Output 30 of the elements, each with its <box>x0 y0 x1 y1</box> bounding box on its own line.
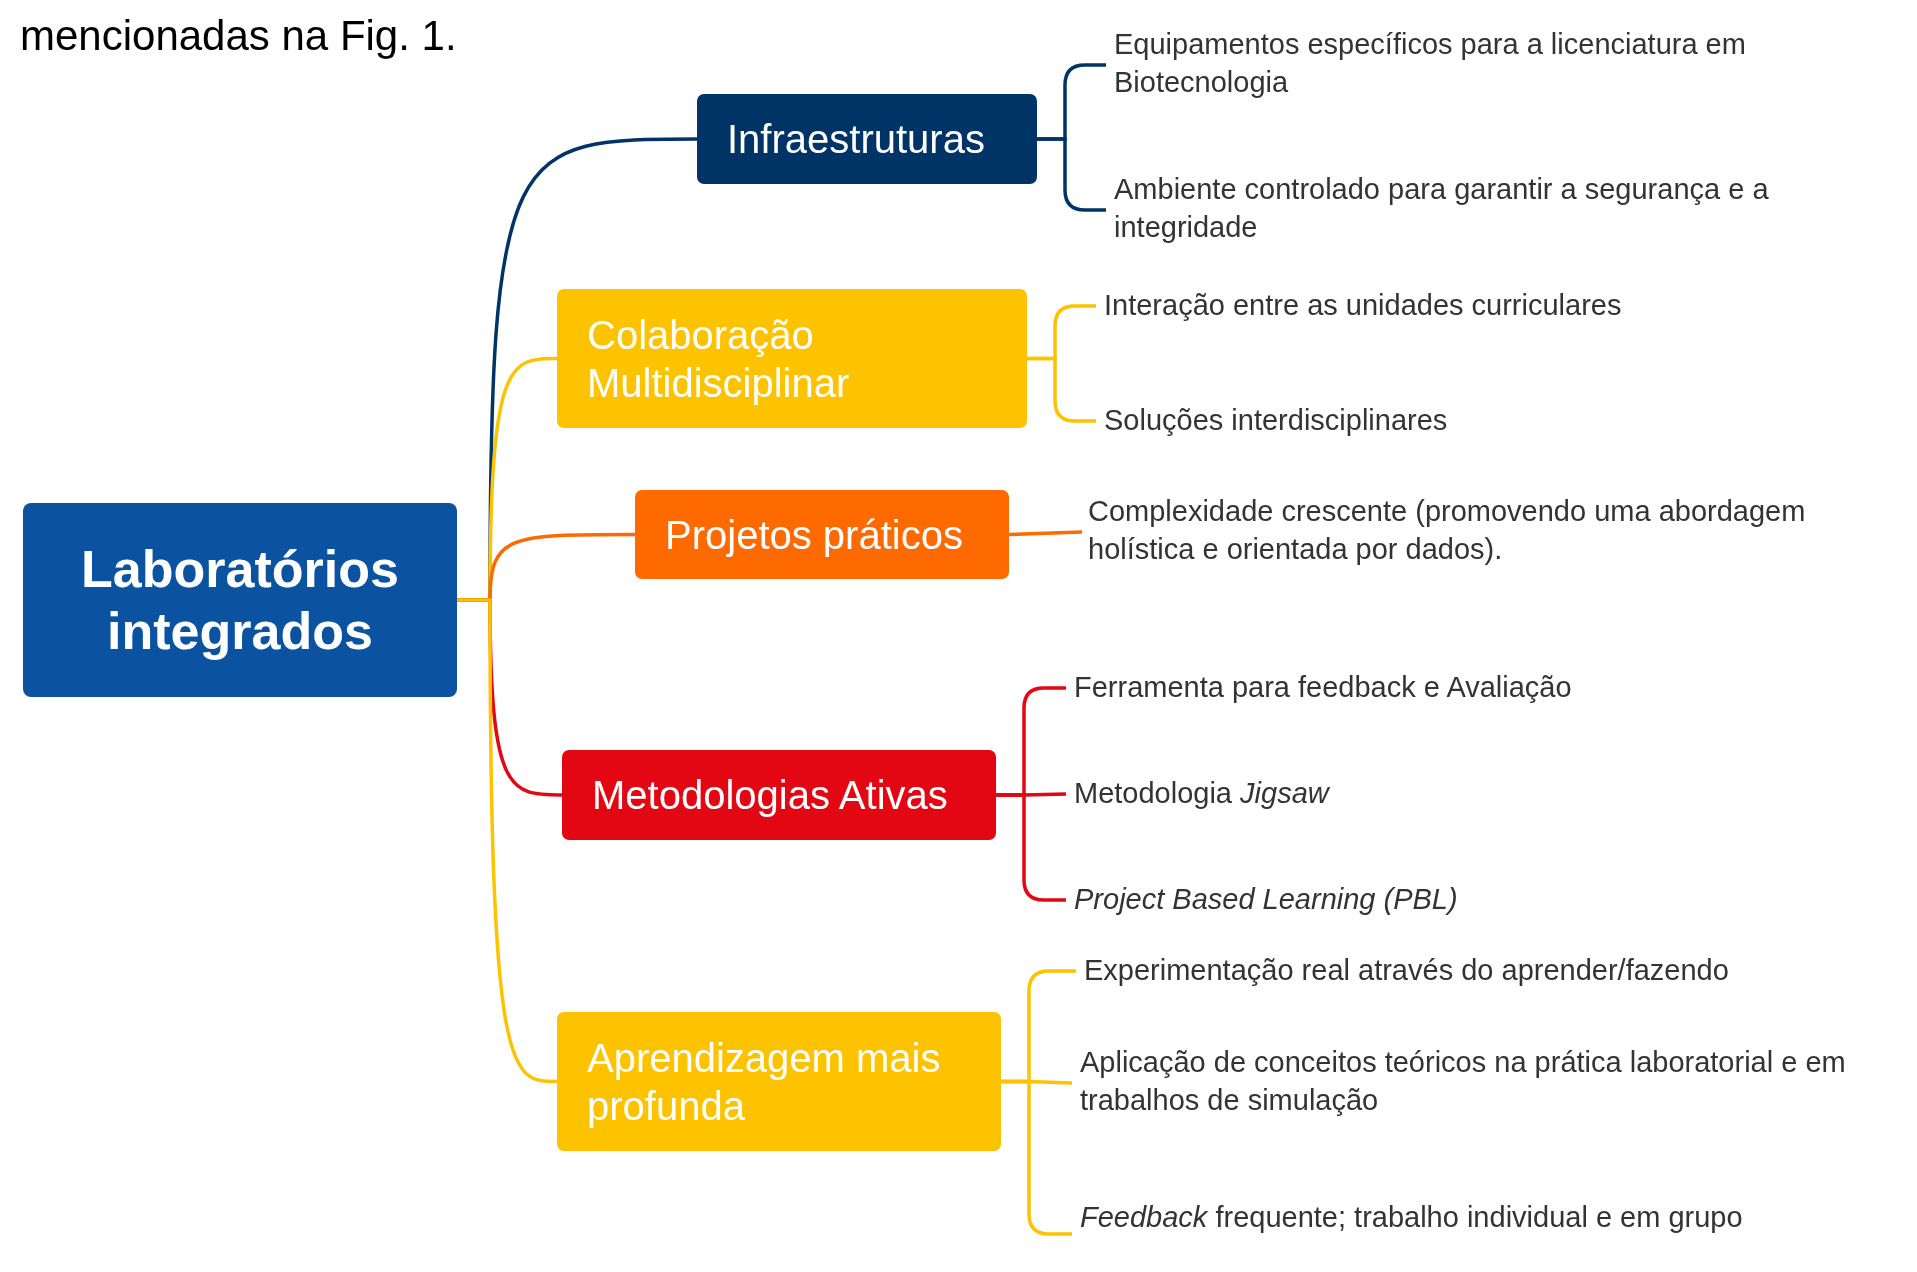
subtopic-text: Ferramenta para feedback e Avaliação <box>1074 670 1573 705</box>
branch-topic-box <box>697 94 1037 184</box>
subtopic-text: Feedback frequente; trabalho individual e em grupo <box>1080 1200 1744 1235</box>
subtopic-text: Soluções interdisciplinares <box>1104 403 1449 438</box>
branch-topic-box <box>557 289 1027 428</box>
subtopic-text: Metodologia Jigsaw <box>1074 776 1331 811</box>
subtopic-text: Aplicação de conceitos teóricos na prática laboratorial e em trabalhos de simulação <box>1080 1045 1847 1118</box>
topic-label: Projetos práticos <box>665 511 963 559</box>
subtopic-text: Ambiente controlado para garantir a segurança e a integridade <box>1114 172 1770 245</box>
branch-topic-box <box>562 750 996 840</box>
root-topic-box <box>23 503 457 697</box>
topic-label: Laboratórios integrados <box>80 539 400 662</box>
branch-topic-box <box>557 1012 1001 1151</box>
topic-label: Metodologias Ativas <box>592 772 948 819</box>
topic-label: Colaboração Multidisciplinar <box>587 311 851 407</box>
topic-label: Aprendizagem mais profunda <box>587 1034 942 1130</box>
subtopic-text: Experimentação real através do aprender/fazendo <box>1084 953 1730 988</box>
subtopic-text: Equipamentos específicos para a licenciatura em Biotecnologia <box>1114 27 1747 100</box>
subtopic-text: Complexidade crescente (promovendo uma abordagem holística e orientada por dados). <box>1088 494 1807 567</box>
brace-connector <box>1027 356 1096 423</box>
brace-connector <box>996 793 1066 902</box>
brace-connector <box>1001 1079 1072 1236</box>
subtopic-text: Project Based Learning (PBL) <box>1074 882 1459 917</box>
brace-connector <box>1037 137 1106 212</box>
branch-connector <box>457 598 558 1084</box>
branch-topic-box <box>635 490 1009 579</box>
brace-connector <box>1008 530 1083 537</box>
caption-text: mencionadas na Fig. 1. <box>20 12 457 60</box>
subtopic-text: Interação entre as unidades curriculares <box>1104 288 1623 323</box>
topic-label: Infraestruturas <box>727 116 985 163</box>
